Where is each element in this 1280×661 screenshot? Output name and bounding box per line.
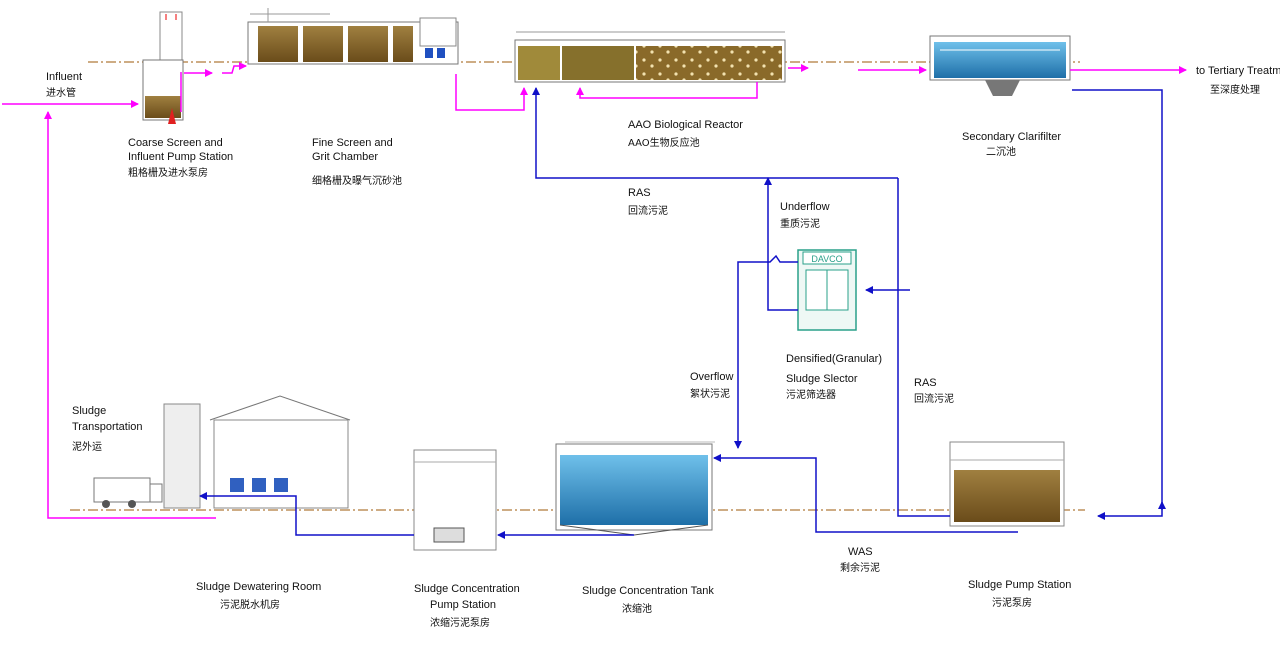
svg-text:回流污泥: 回流污泥 [628, 204, 668, 217]
label-influent: Influent 进水管 [46, 71, 82, 99]
svg-text:Densified(Granular): Densified(Granular) [786, 353, 882, 365]
sludge-truck [93, 477, 163, 508]
svg-text:Underflow: Underflow [780, 201, 830, 213]
svg-text:Fine Screen and: Fine Screen and [312, 137, 393, 149]
svg-text:污泥筛选器: 污泥筛选器 [786, 388, 836, 401]
fine-screen-grit-chamber [247, 8, 459, 65]
svg-text:Grit Chamber: Grit Chamber [312, 151, 378, 163]
label-selector: Densified(Granular) Sludge Slector 污泥筛选器 [786, 353, 882, 401]
sludge-dewatering-room [163, 395, 351, 509]
svg-text:二沉池: 二沉池 [986, 145, 1016, 158]
svg-text:Secondary Clarifilter: Secondary Clarifilter [962, 131, 1061, 143]
svg-text:进水管: 进水管 [46, 86, 76, 99]
label-coarse-screen: Coarse Screen and Influent Pump Station … [128, 137, 233, 179]
svg-text:剩余污泥: 剩余污泥 [840, 561, 880, 574]
svg-text:AAO生物反应池: AAO生物反应池 [628, 136, 700, 149]
label-underflow: Underflow 重质污泥 [780, 201, 830, 230]
svg-text:Overflow: Overflow [690, 371, 733, 383]
label-fine-screen: Fine Screen and Grit Chamber 细格栅及曝气沉砂池 [312, 137, 402, 187]
label-was: WAS 剩余污泥 [840, 546, 880, 574]
svg-text:Sludge Slector: Sludge Slector [786, 373, 858, 385]
sludge-pump-station [949, 441, 1065, 527]
svg-text:絮状污泥: 絮状污泥 [690, 387, 730, 400]
svg-text:浓缩池: 浓缩池 [622, 602, 652, 615]
svg-text:Sludge Dewatering Room: Sludge Dewatering Room [196, 581, 321, 593]
svg-text:Pump Station: Pump Station [430, 599, 496, 611]
svg-text:Influent: Influent [46, 71, 82, 83]
svg-text:细格栅及曝气沉砂池: 细格栅及曝气沉砂池 [312, 174, 402, 187]
svg-text:Sludge Pump Station: Sludge Pump Station [968, 579, 1071, 591]
svg-text:浓缩污泥泵房: 浓缩污泥泵房 [430, 616, 490, 629]
svg-text:Coarse Screen and: Coarse Screen and [128, 137, 223, 149]
svg-text:回流污泥: 回流污泥 [914, 392, 954, 405]
svg-text:污泥脱水机房: 污泥脱水机房 [220, 598, 280, 611]
svg-text:RAS: RAS [914, 377, 937, 389]
svg-text:至深度处理: 至深度处理 [1210, 83, 1260, 96]
label-tertiary: to Tertiary Treatment 至深度处理 [1196, 65, 1280, 96]
sludge-concentration-tank [555, 441, 715, 536]
coarse-screen-pump-station [142, 11, 184, 124]
svg-text:粗格栅及进水泵房: 粗格栅及进水泵房 [128, 166, 208, 179]
label-clarifier: Secondary Clarifilter 二沉池 [962, 131, 1061, 158]
svg-text:RAS: RAS [628, 187, 651, 199]
water-flow-lines [2, 62, 1187, 519]
svg-text:AAO Biological Reactor: AAO Biological Reactor [628, 119, 743, 131]
svg-text:Influent Pump Station: Influent Pump Station [128, 151, 233, 163]
label-conc-tank: Sludge Concentration Tank 浓缩池 [582, 585, 714, 615]
label-ras-top: RAS 回流污泥 [628, 187, 668, 217]
svg-text:to Tertiary Treatment: to Tertiary Treatment [1196, 65, 1280, 77]
label-conc-pump: Sludge Concentration Pump Station 浓缩污泥泵房 [414, 583, 520, 629]
svg-text:Sludge Concentration: Sludge Concentration [414, 583, 520, 595]
svg-text:Sludge Concentration Tank: Sludge Concentration Tank [582, 585, 714, 597]
svg-text:重质污泥: 重质污泥 [780, 217, 820, 230]
svg-text:污泥泵房: 污泥泵房 [992, 596, 1032, 609]
label-sludge-transport: Sludge Transportation 泥外运 [72, 405, 143, 453]
label-dewatering: Sludge Dewatering Room 污泥脱水机房 [196, 581, 321, 611]
label-ras-right: RAS 回流污泥 [914, 377, 954, 405]
label-sludge-pump: Sludge Pump Station 污泥泵房 [968, 579, 1071, 609]
svg-text:Sludge: Sludge [72, 405, 106, 417]
sludge-flow-lines [199, 87, 1166, 539]
secondary-clarifier [929, 35, 1071, 96]
label-overflow: Overflow 絮状污泥 [690, 371, 733, 400]
selector-brand: DAVCO [811, 254, 842, 264]
sludge-concentration-pump-station [413, 449, 497, 551]
label-aao: AAO Biological Reactor AAO生物反应池 [628, 119, 743, 149]
svg-text:泥外运: 泥外运 [72, 440, 102, 453]
densified-sludge-selector [797, 249, 857, 331]
aao-biological-reactor [514, 31, 786, 83]
svg-text:WAS: WAS [848, 546, 873, 558]
svg-text:Transportation: Transportation [72, 421, 143, 433]
